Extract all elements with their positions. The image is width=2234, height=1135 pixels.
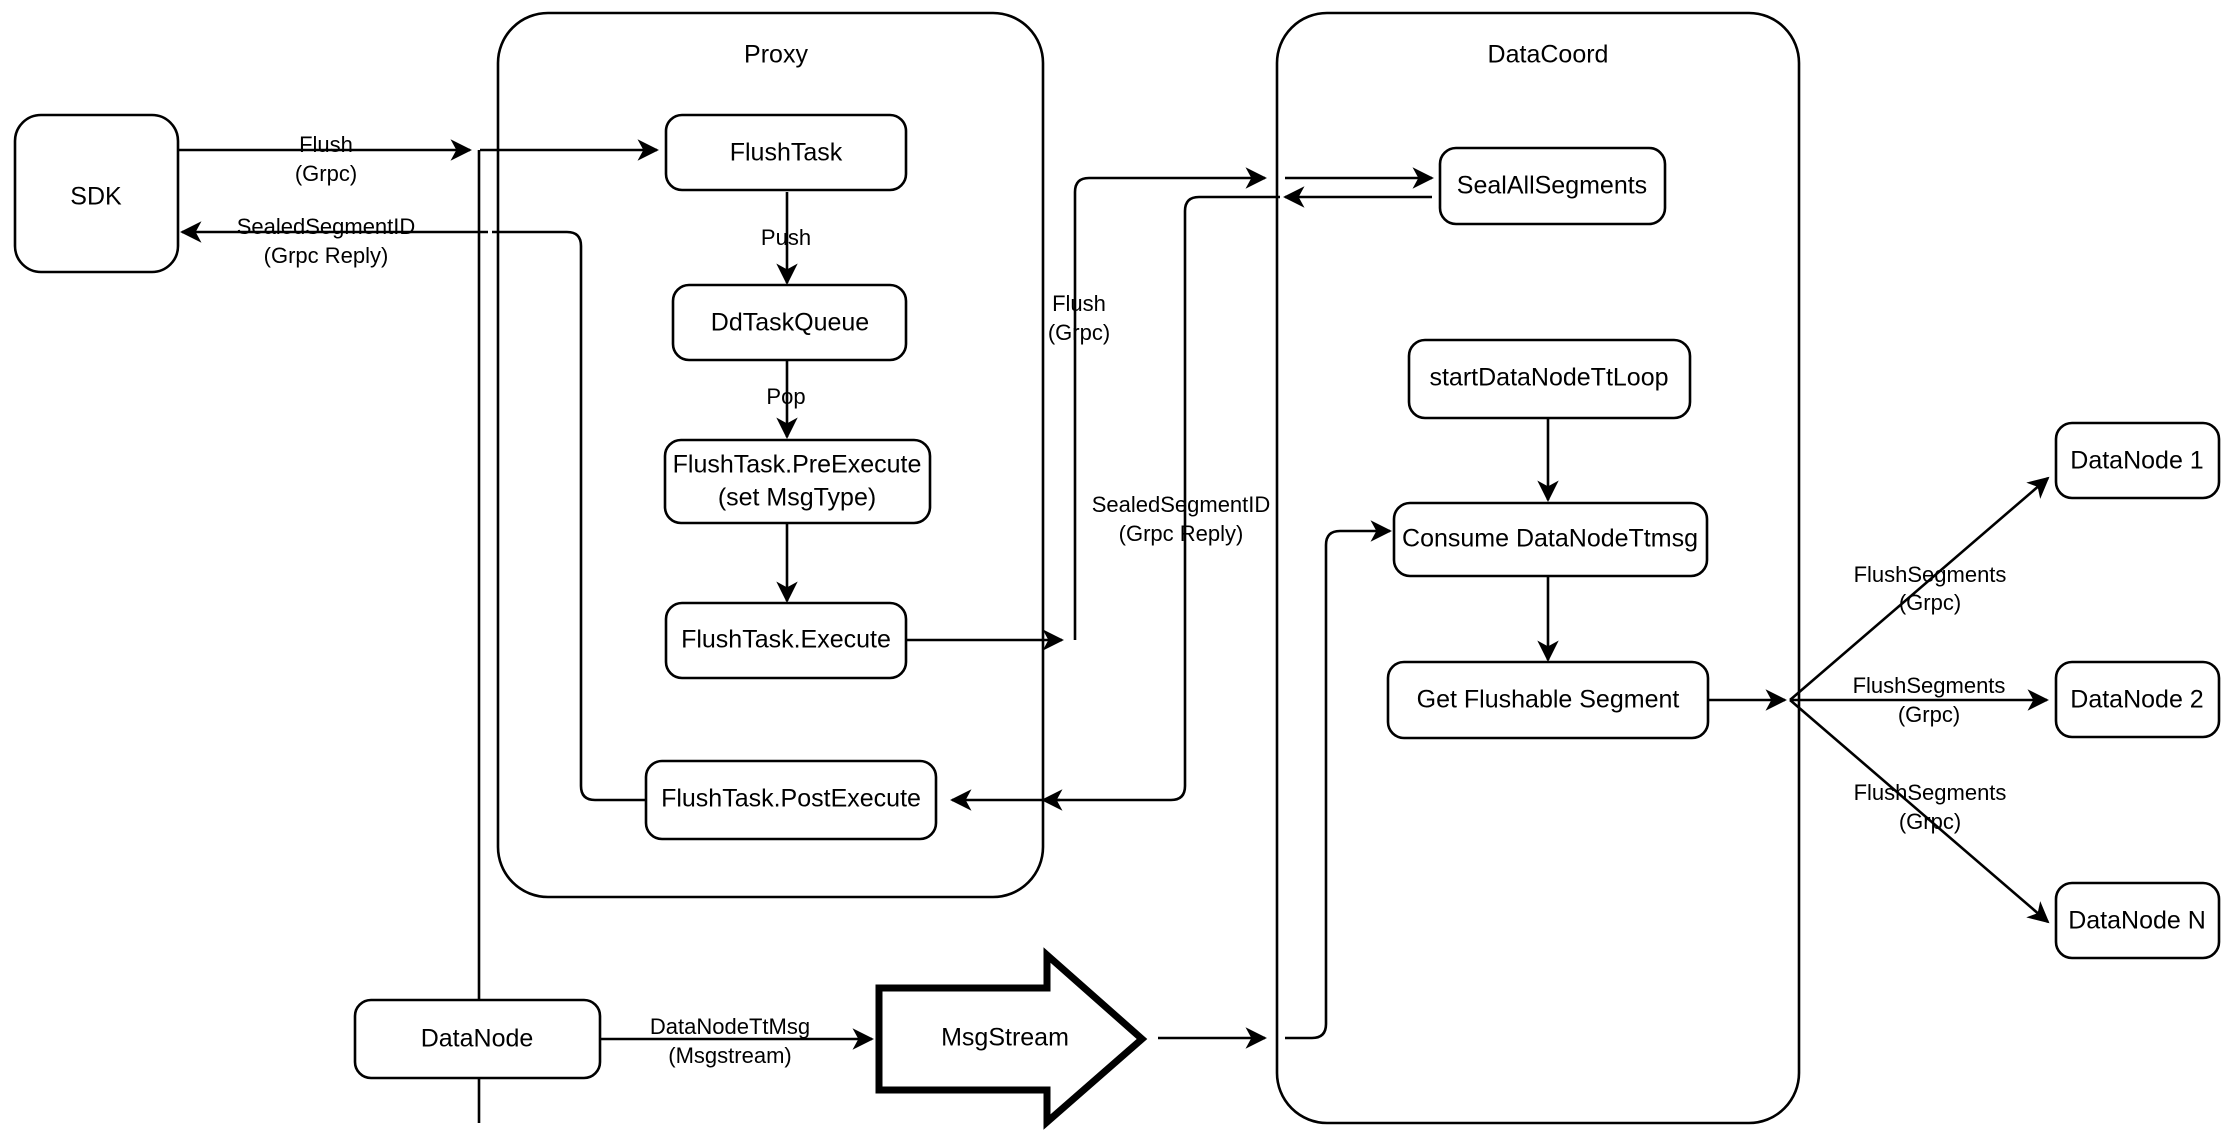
- getflushable-box[interactable]: [1386, 660, 1710, 740]
- getflushable-label: Get Flushable Segment: [1417, 686, 1680, 714]
- flushsegments2-label-line2: (Grpc): [1898, 702, 1960, 727]
- flush-grpc2-label-line2: (Grpc): [1048, 320, 1110, 345]
- flush-grpc2-label-line1: Flush: [1052, 291, 1106, 316]
- sealedsegmentid-label-line2: (Grpc Reply): [264, 243, 389, 268]
- node-datanode-bottom[interactable]: DataNode: [353, 998, 602, 1080]
- ddtaskqueue-label: DdTaskQueue: [711, 309, 869, 337]
- datanodettmsg-label-line1: DataNodeTtMsg: [650, 1014, 810, 1039]
- sealallsegments-box[interactable]: [1438, 146, 1667, 226]
- pop-label: Pop: [766, 384, 805, 409]
- flushsegments3-label-line2: (Grpc): [1899, 809, 1961, 834]
- edge-sealallsegments-reply: [950, 186, 1432, 811]
- push-label: Push: [761, 225, 811, 250]
- sealedsegmentid-label-line1: SealedSegmentID: [237, 214, 416, 239]
- preexecute-box[interactable]: [663, 438, 932, 525]
- datanode2-label: DataNode 2: [2070, 686, 2203, 714]
- datanode-bottom-box[interactable]: [353, 998, 602, 1080]
- flushtask-label: FlushTask: [730, 139, 843, 167]
- edge-label-flush-grpc-proxy: Flush (Grpc): [1048, 291, 1110, 345]
- consume-label: Consume DataNodeTtmsg: [1402, 525, 1698, 553]
- datanodettmsg-label-line2: (Msgstream): [668, 1043, 791, 1068]
- flushsegments3-label-line1: FlushSegments: [1854, 780, 2007, 805]
- startdatanodettloop-box[interactable]: [1407, 338, 1692, 420]
- flushsegments1-label-line1: FlushSegments: [1854, 562, 2007, 587]
- sdk-label: SDK: [70, 183, 122, 211]
- node-msgstream[interactable]: MsgStream: [875, 947, 1148, 1130]
- flushtask-box[interactable]: [664, 113, 908, 192]
- edge-postexecute-to-sdk-reply: [492, 230, 651, 802]
- postexecute-box[interactable]: [644, 759, 938, 841]
- datanode1-box[interactable]: [2054, 421, 2221, 500]
- container-datacoord: DataCoord: [1275, 11, 1801, 1125]
- node-datanode-2[interactable]: DataNode 2: [2054, 660, 2221, 739]
- node-datanode-n[interactable]: DataNode N: [2054, 881, 2221, 960]
- sealallsegments-label: SealAllSegments: [1457, 172, 1647, 200]
- proxy-container-outline: [496, 11, 1045, 899]
- edge-label-flush-grpc-sdk: Flush (Grpc): [295, 132, 357, 186]
- startdatanodettloop-label: startDataNodeTtLoop: [1429, 364, 1668, 392]
- node-flushtask-preexecute[interactable]: FlushTask.PreExecute (set MsgType): [663, 438, 932, 525]
- datacoord-container-outline: [1275, 11, 1801, 1125]
- node-flushtask-execute[interactable]: FlushTask.Execute: [664, 601, 908, 680]
- node-sealallsegments[interactable]: SealAllSegments: [1438, 146, 1667, 226]
- edge-label-flushsegments-3: FlushSegments (Grpc): [1854, 780, 2007, 834]
- node-datanode-1[interactable]: DataNode 1: [2054, 421, 2221, 500]
- msgstream-label: MsgStream: [941, 1024, 1069, 1052]
- node-sdk[interactable]: SDK: [13, 113, 180, 274]
- node-get-flushable-segment[interactable]: Get Flushable Segment: [1386, 660, 1710, 740]
- consume-box[interactable]: [1392, 501, 1709, 578]
- msgstream-arrow-shape[interactable]: [875, 947, 1148, 1130]
- edge-label-flushsegments-1: FlushSegments (Grpc): [1854, 562, 2007, 615]
- flushsegments1-label-line2: (Grpc): [1899, 590, 1961, 615]
- sealedsegmentid2-label-line1: SealedSegmentID: [1092, 492, 1271, 517]
- node-flushtask-postexecute[interactable]: FlushTask.PostExecute: [644, 759, 938, 841]
- node-ddtaskqueue[interactable]: DdTaskQueue: [671, 283, 908, 362]
- postexecute-label: FlushTask.PostExecute: [661, 785, 921, 813]
- edge-fanout-to-datanode1: [1789, 476, 2050, 701]
- preexecute-label-line1: FlushTask.PreExecute: [673, 451, 922, 479]
- edge-label-sealedsegmentid-proxy: SealedSegmentID (Grpc Reply): [1092, 492, 1271, 546]
- datanoden-box[interactable]: [2054, 881, 2221, 960]
- edge-label-pop: Pop: [766, 384, 805, 409]
- node-flushtask[interactable]: FlushTask: [664, 113, 908, 192]
- proxy-container-label: Proxy: [744, 41, 808, 69]
- node-startdatanodettloop[interactable]: startDataNodeTtLoop: [1407, 338, 1692, 420]
- execute-box[interactable]: [664, 601, 908, 680]
- datacoord-container-label: DataCoord: [1488, 41, 1609, 69]
- sealedsegmentid2-label-line2: (Grpc Reply): [1119, 521, 1244, 546]
- edge-label-push: Push: [761, 225, 811, 250]
- container-proxy: Proxy: [496, 11, 1045, 899]
- sdk-box[interactable]: [13, 113, 180, 274]
- edge-datacoord-ttmsg-to-consume: [1285, 520, 1392, 1040]
- execute-label: FlushTask.Execute: [681, 626, 891, 654]
- flush-grpc-label-line1: Flush: [299, 132, 353, 157]
- edge-label-flushsegments-2: FlushSegments (Grpc): [1853, 673, 2006, 727]
- datanode2-box[interactable]: [2054, 660, 2221, 739]
- flushsegments2-label-line1: FlushSegments: [1853, 673, 2006, 698]
- datanode1-label: DataNode 1: [2070, 447, 2203, 475]
- datanode-bottom-label: DataNode: [421, 1025, 534, 1053]
- ddtaskqueue-box[interactable]: [671, 283, 908, 362]
- node-consume-datanodettmsg[interactable]: Consume DataNodeTtmsg: [1392, 501, 1709, 578]
- flush-grpc-label-line2: (Grpc): [295, 161, 357, 186]
- edge-label-datanodettmsg: DataNodeTtMsg (Msgstream): [650, 1014, 810, 1068]
- edge-flush-grpc-to-sealallsegments: [1073, 167, 1434, 640]
- datanoden-label: DataNode N: [2068, 907, 2206, 935]
- edge-fanout-to-datanoden: [1789, 699, 2050, 924]
- edge-label-sealedsegmentid-sdk: SealedSegmentID (Grpc Reply): [237, 214, 416, 268]
- preexecute-label-line2: (set MsgType): [718, 484, 876, 512]
